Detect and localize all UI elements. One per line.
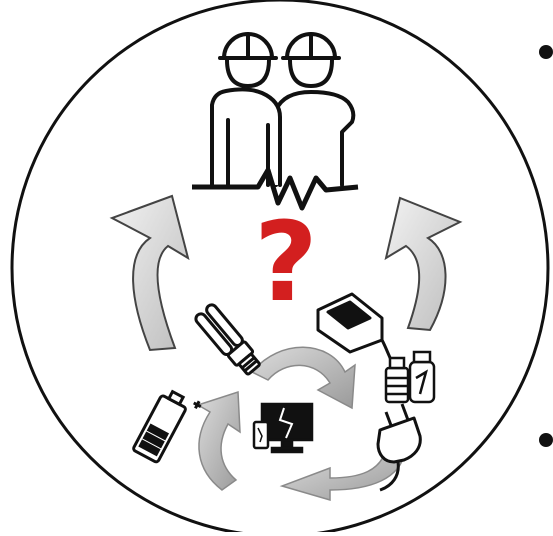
workers-hardhat-icon bbox=[210, 32, 356, 187]
curved-arrow-left bbox=[109, 194, 190, 352]
bullet-bottom bbox=[539, 433, 553, 447]
recycle-arrows bbox=[196, 346, 406, 501]
battery-icon bbox=[132, 389, 202, 464]
plug-icon bbox=[376, 403, 422, 492]
curved-arrow-right bbox=[384, 196, 463, 332]
broken-monitor-phone-icon bbox=[252, 402, 314, 454]
spray-cans-icon bbox=[384, 350, 436, 404]
question-mark: ? bbox=[254, 198, 318, 326]
bullet-top bbox=[539, 45, 553, 59]
broken-ground-line bbox=[192, 167, 359, 211]
cfl-bulb-icon bbox=[194, 303, 261, 376]
